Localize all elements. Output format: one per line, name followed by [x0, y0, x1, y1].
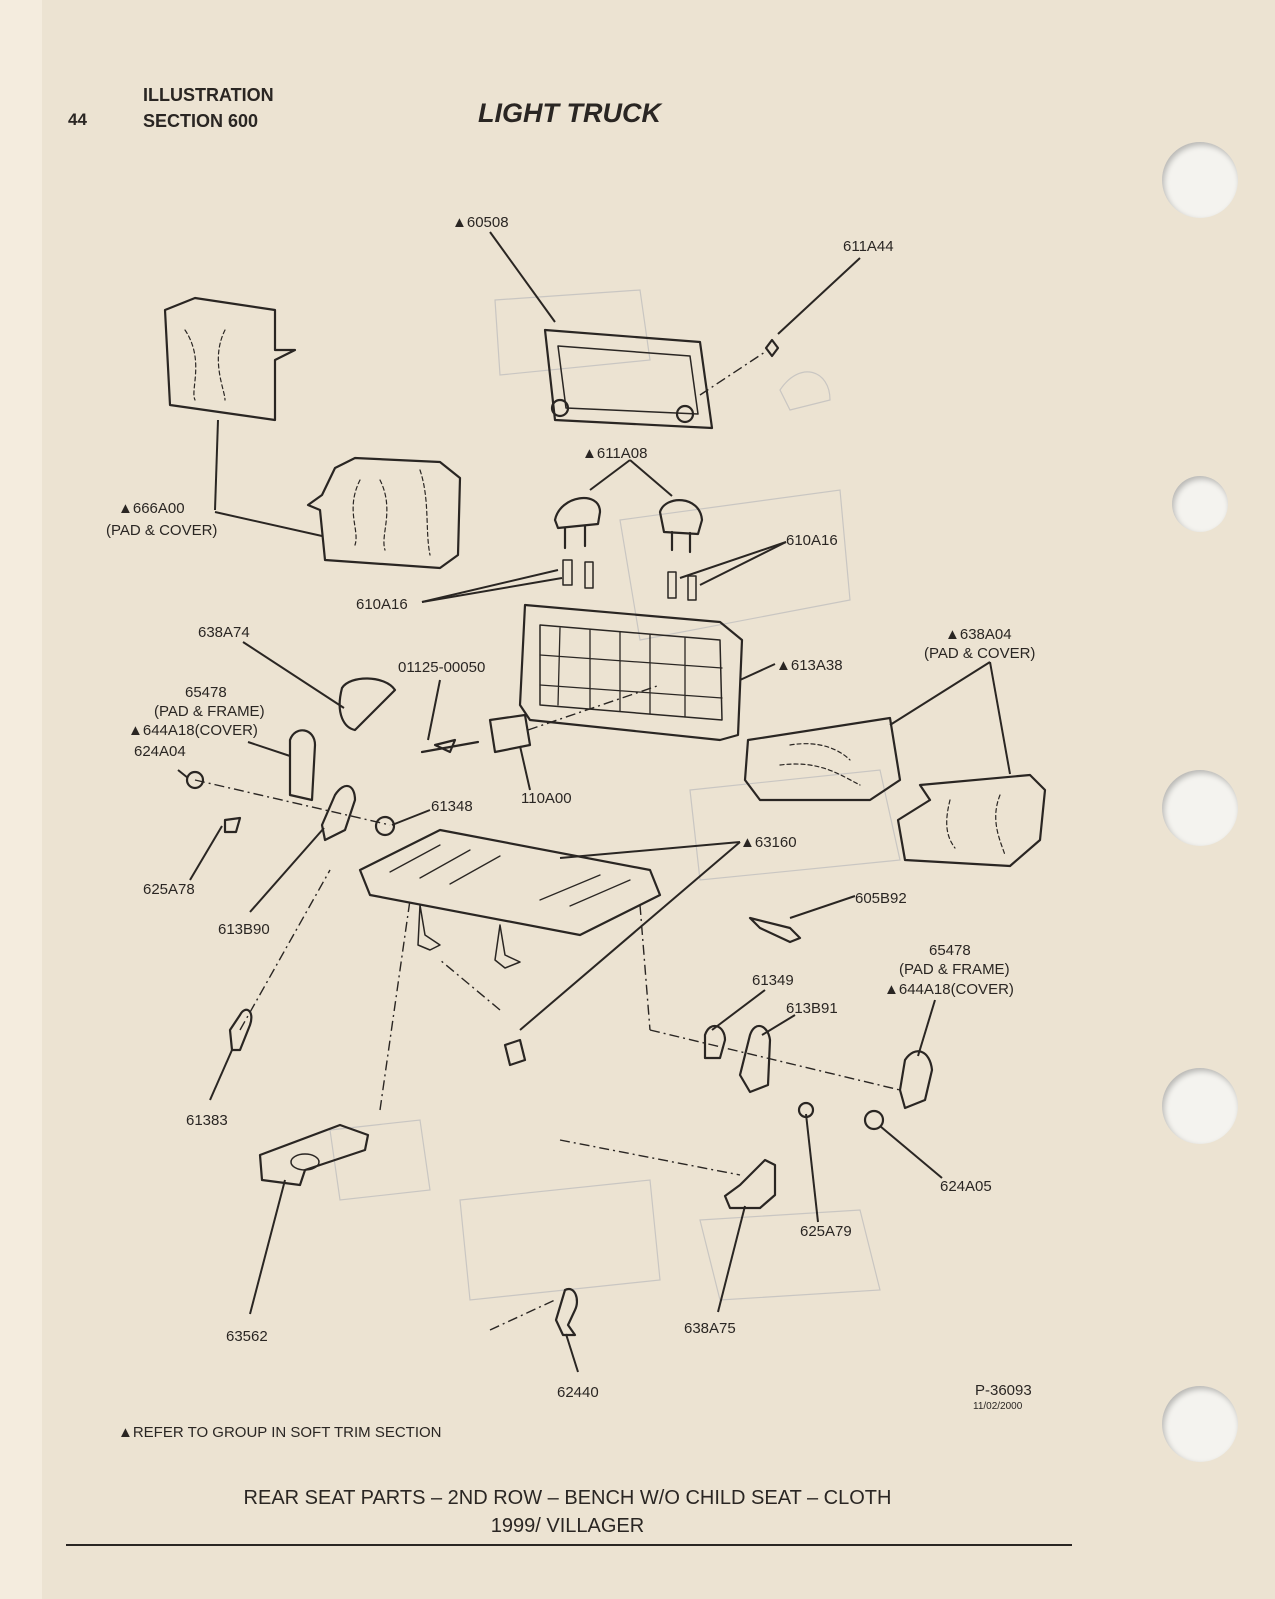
callout-644A18-left: ▲644A18(COVER) [128, 722, 258, 739]
callout-624A04: 624A04 [134, 743, 186, 760]
pivot-cover-61349 [703, 1024, 727, 1060]
section-heading-line2: SECTION 600 [143, 111, 259, 131]
hinge-bracket-638A75 [723, 1158, 777, 1210]
headrest-guide-bezel [543, 328, 714, 430]
callout-638A75: 638A75 [684, 1320, 736, 1337]
callout-65478-right: 65478 [929, 942, 971, 959]
fastener-611A44 [764, 338, 780, 358]
binder-hole [1162, 1068, 1238, 1144]
callout-644A18-right: ▲644A18(COVER) [884, 981, 1014, 998]
headrest-left [553, 497, 602, 530]
callout-110A00: 110A00 [521, 790, 572, 807]
bushing-625A78 [223, 816, 242, 834]
callout-625A78: 625A78 [143, 881, 195, 898]
headrest-guide-right [667, 571, 697, 601]
footnote: ▲REFER TO GROUP IN SOFT TRIM SECTION [118, 1424, 442, 1441]
headrest-guide-left [562, 559, 594, 589]
callout-61348: 61348 [431, 798, 473, 815]
page-title: LIGHT TRUCK [478, 98, 661, 128]
bottom-rule [66, 1544, 1072, 1546]
bushing-624A04 [185, 770, 205, 790]
binder-hole [1172, 476, 1228, 532]
callout-61383: 61383 [186, 1112, 228, 1129]
striker-62440 [554, 1287, 579, 1337]
seat-cushion-frame [358, 828, 662, 937]
leader-lines [177, 231, 1011, 1373]
callout-63160: ▲63160 [740, 834, 797, 851]
manual-page [42, 0, 1275, 1599]
seat-cushion-pad-upper [743, 716, 902, 802]
bleed-through-ghost-drawing [329, 289, 901, 1301]
callout-65478-right-note: (PAD & FRAME) [899, 961, 1010, 978]
callout-605B92: 605B92 [855, 890, 907, 907]
callout-638A04: ▲638A04 [945, 626, 1012, 643]
illustration-date: 11/02/2000 [973, 1401, 1023, 1412]
callout-624A05: 624A05 [940, 1178, 992, 1195]
figure-caption-model: 1999/ VILLAGER [490, 1515, 645, 1537]
latch-cover [503, 1038, 527, 1067]
callout-638A04-note: (PAD & COVER) [924, 645, 1035, 662]
seat-cushion-pad-cover [896, 773, 1047, 868]
callout-611A44: 611A44 [843, 238, 894, 255]
callout-613B90: 613B90 [218, 921, 270, 938]
callout-60508: ▲60508 [452, 214, 509, 231]
hinge-pad-frame-right [898, 1050, 934, 1110]
page-number: 44 [68, 110, 87, 129]
illustration-number: P-36093 [975, 1382, 1032, 1399]
callout-613B91: 613B91 [786, 1000, 838, 1017]
binder-hole [1162, 770, 1238, 846]
hinge-cover-638A74 [338, 677, 397, 732]
latch-110A00 [488, 713, 532, 754]
cup-holder-63562 [258, 1123, 370, 1187]
seat-back-pad-cover [306, 456, 462, 570]
callout-61349: 61349 [752, 972, 794, 989]
callout-63562: 63562 [226, 1328, 268, 1345]
callout-01125-00050: 01125-00050 [398, 659, 485, 676]
upper-seat-back-pad [163, 296, 297, 422]
callout-625A79: 625A79 [800, 1223, 852, 1240]
section-heading-line1: ILLUSTRATION [143, 85, 274, 105]
hinge-613B90 [320, 784, 357, 842]
latch-61383 [228, 1008, 253, 1052]
seat-back-frame [518, 603, 744, 742]
headrest-right [658, 499, 704, 536]
hinge-pad-frame-left [288, 729, 317, 802]
figure-caption: REAR SEAT PARTS – 2ND ROW – BENCH W/O CH… [243, 1487, 892, 1509]
bushing-624A05 [863, 1109, 885, 1131]
hinge-613B91 [738, 1024, 772, 1094]
section-heading: ILLUSTRATION SECTION 600 [143, 82, 274, 134]
callout-638A74: 638A74 [198, 624, 250, 641]
binder-hole [1162, 142, 1238, 218]
callout-610A16-right: 610A16 [786, 532, 838, 549]
callout-65478-left-note: (PAD & FRAME) [154, 703, 265, 720]
callout-610A16-left: 610A16 [356, 596, 408, 613]
callout-666A00: ▲666A00 [118, 500, 185, 517]
callout-666A00-note: (PAD & COVER) [106, 522, 217, 539]
assembly-centerlines [194, 351, 901, 1331]
callout-611A08: ▲611A08 [582, 445, 647, 462]
binder-hole [1162, 1386, 1238, 1462]
clip-61348 [374, 815, 396, 837]
callout-613A38: ▲613A38 [776, 657, 843, 674]
callout-62440: 62440 [557, 1384, 599, 1401]
part-callouts: ▲60508 611A44 ▲611A08 ▲666A00 (PAD & COV… [106, 214, 1035, 1401]
callout-65478-left: 65478 [185, 684, 227, 701]
strap-605B92 [748, 916, 802, 944]
